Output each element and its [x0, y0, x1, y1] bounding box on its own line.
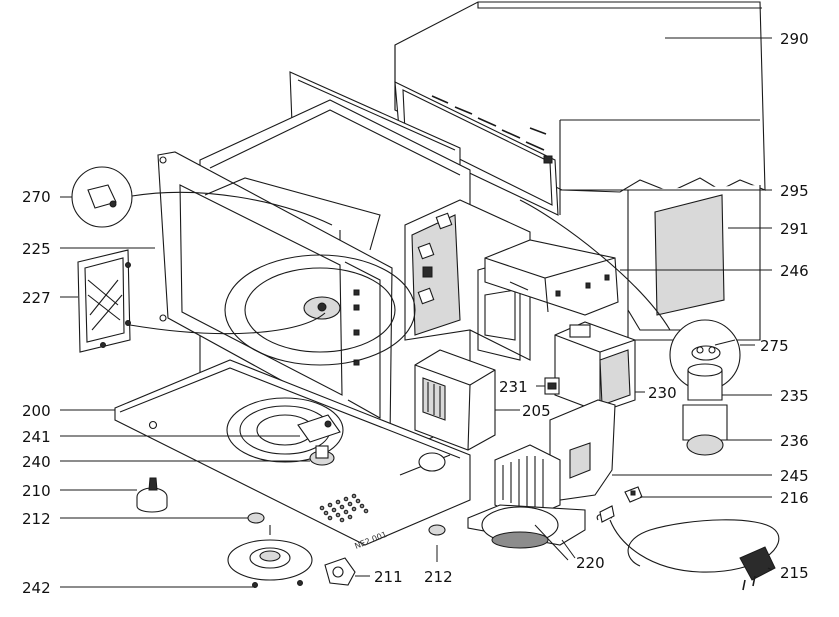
label-270: 270 — [22, 188, 51, 206]
leader-lines — [60, 37, 773, 588]
foot-pad-left — [247, 512, 265, 524]
label-230: 230 — [648, 384, 677, 402]
turntable-circles — [224, 254, 416, 366]
label-240: 240 — [22, 453, 51, 471]
label-212-left: 212 — [22, 510, 51, 528]
label-236: 236 — [780, 432, 809, 450]
label-235: 235 — [780, 387, 809, 405]
foot — [136, 477, 168, 513]
vent-slots — [431, 95, 547, 151]
turntable-support — [227, 525, 313, 588]
label-241: 241 — [22, 428, 51, 446]
label-290: 290 — [780, 30, 809, 48]
label-227: 227 — [22, 289, 51, 307]
label-291: 291 — [780, 220, 809, 238]
label-245: 245 — [780, 467, 809, 485]
lamp-callout — [71, 166, 333, 228]
transformer — [414, 349, 496, 451]
clip — [624, 486, 643, 503]
waveguide-bracket — [484, 239, 619, 316]
magnetron — [554, 321, 636, 413]
capacitor-callout — [519, 199, 741, 456]
label-246: 246 — [780, 262, 809, 280]
cover-plate — [77, 249, 326, 353]
base-plate: NE2.001 — [114, 359, 471, 551]
label-242: 242 — [22, 579, 51, 597]
label-215: 215 — [780, 564, 809, 582]
fuse-holder — [544, 377, 560, 395]
door-frame — [157, 151, 393, 441]
label-212-right: 212 — [424, 568, 453, 586]
foot-pad-right — [428, 524, 446, 536]
fan-bracket — [549, 399, 616, 501]
label-205: 205 — [522, 402, 551, 420]
bumper — [324, 557, 356, 586]
label-210: 210 — [22, 482, 51, 500]
label-275: 275 — [760, 337, 789, 355]
label-231: 231 — [499, 378, 528, 396]
turntable-motor — [297, 414, 341, 466]
power-cord — [596, 505, 780, 591]
fan-motor — [467, 444, 586, 549]
base-vent-holes — [319, 493, 369, 523]
label-295: 295 — [780, 182, 809, 200]
label-225: 225 — [22, 240, 51, 258]
outer-cabinet — [394, 1, 766, 341]
label-220: 220 — [576, 554, 605, 572]
label-216: 216 — [780, 489, 809, 507]
label-200: 200 — [22, 402, 51, 420]
label-211: 211 — [374, 568, 403, 586]
